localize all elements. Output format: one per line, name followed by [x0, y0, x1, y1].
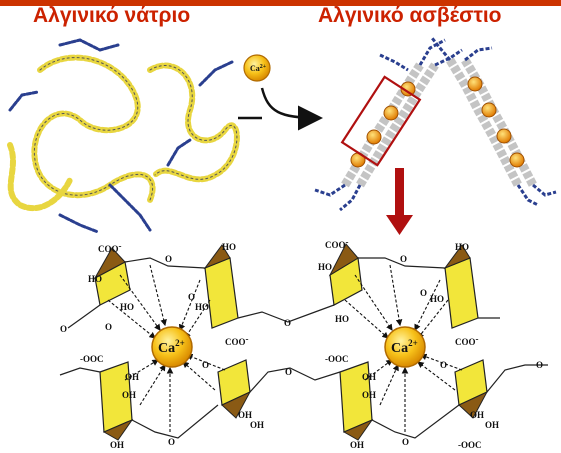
svg-text:OH: OH	[485, 420, 499, 430]
svg-text:O: O	[105, 322, 112, 332]
svg-text:O: O	[402, 437, 409, 447]
svg-text:O: O	[202, 360, 209, 370]
svg-text:HO: HO	[335, 314, 349, 324]
highlight-box	[340, 75, 422, 167]
svg-text:Ca2+: Ca2+	[391, 338, 418, 356]
svg-text:O: O	[400, 254, 407, 264]
svg-text:O: O	[165, 254, 172, 264]
svg-text:Ca2+: Ca2+	[158, 338, 185, 356]
svg-text:O: O	[168, 437, 175, 447]
svg-text:OH: OH	[110, 440, 124, 450]
svg-text:HO: HO	[455, 242, 469, 252]
svg-text:HO: HO	[195, 302, 209, 312]
sodium-alginate-coil	[7, 38, 240, 234]
svg-text:OH: OH	[250, 420, 264, 430]
svg-text:HO: HO	[430, 294, 444, 304]
svg-text:O: O	[60, 324, 67, 334]
upper-ring-3	[328, 243, 363, 306]
svg-text:COO-: COO-	[98, 241, 122, 254]
top-accent-bar	[0, 0, 561, 6]
svg-text:HO: HO	[120, 302, 134, 312]
svg-text:OH: OH	[350, 440, 364, 450]
svg-text:-OOC: -OOC	[325, 354, 349, 364]
svg-text:O: O	[420, 288, 427, 298]
calcium-ion-reagent: Ca2+	[243, 54, 271, 82]
upper-ring-2	[203, 244, 239, 329]
calcium-ion-left: Ca2+	[151, 326, 193, 368]
svg-text:O: O	[285, 367, 292, 377]
svg-text:COO-: COO-	[325, 237, 349, 250]
zoom-arrow	[386, 168, 413, 235]
svg-text:COO-: COO-	[455, 334, 479, 347]
svg-text:O: O	[284, 318, 291, 328]
sodium-alginate-title: Αλγινικό νάτριο	[33, 4, 191, 27]
calcium-alginate-title: Αλγινικό ασβέστιο	[318, 4, 502, 27]
svg-text:O: O	[188, 292, 195, 302]
svg-text:COO-: COO-	[225, 334, 249, 347]
coordination-arrows	[107, 264, 463, 432]
svg-text:OH: OH	[470, 410, 484, 420]
svg-text:OH: OH	[362, 390, 376, 400]
svg-text:O: O	[440, 360, 447, 370]
svg-text:HO: HO	[222, 242, 236, 252]
svg-text:O: O	[536, 360, 543, 370]
molecular-detail: Ca2+ Ca2+ COO- HO HO O O O HO HO COO- O …	[59, 237, 548, 450]
svg-text:OH: OH	[125, 372, 139, 382]
svg-text:-OOC: -OOC	[458, 440, 482, 450]
bound-calcium-dots	[350, 76, 525, 168]
egg-box-structure	[314, 37, 557, 212]
svg-text:HO: HO	[88, 274, 102, 284]
svg-text:OH: OH	[122, 390, 136, 400]
group-labels: COO- HO HO O O O HO HO COO- O O COO- HO …	[60, 237, 543, 450]
svg-text:HO: HO	[318, 262, 332, 272]
svg-text:OH: OH	[362, 372, 376, 382]
svg-text:Ca2+: Ca2+	[250, 64, 267, 73]
upper-ring-1	[93, 247, 131, 306]
calcium-ion-right: Ca2+	[384, 326, 426, 368]
glycosidic-bonds	[59, 257, 548, 439]
upper-ring-4	[443, 244, 479, 329]
svg-text:OH: OH	[238, 410, 252, 420]
reaction-arrow	[260, 87, 323, 131]
lower-ring-4	[454, 359, 489, 419]
svg-text:-OOC: -OOC	[80, 354, 104, 364]
